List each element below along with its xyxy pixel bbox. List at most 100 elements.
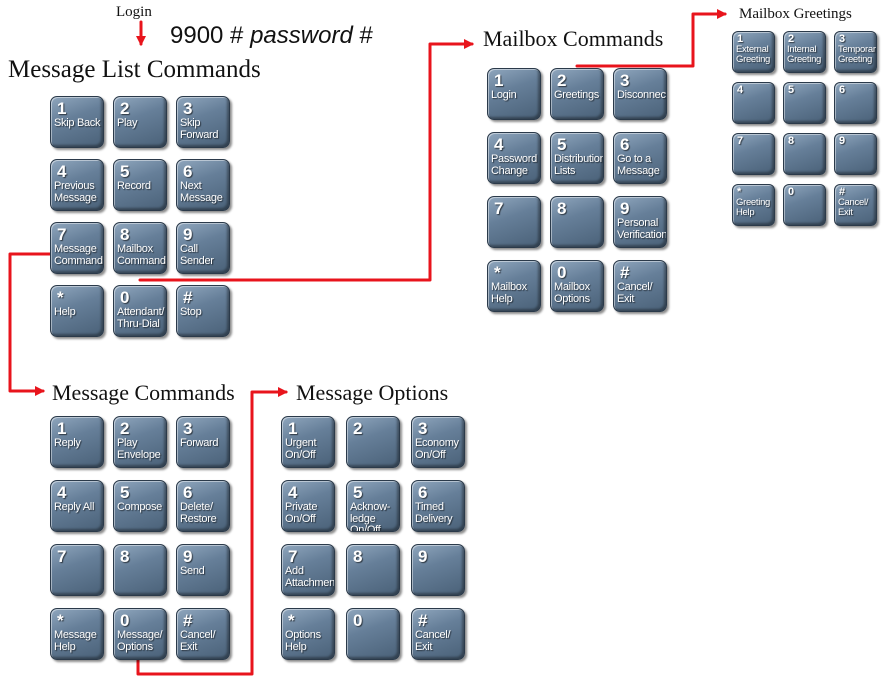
key-digit: 3 bbox=[620, 71, 630, 90]
login-code: 9900 # password # bbox=[170, 22, 373, 50]
message-list-title: Message List Commands bbox=[8, 56, 261, 83]
key-label: Timed Delivery bbox=[415, 501, 453, 525]
key-digit: 6 bbox=[620, 135, 630, 154]
key-digit: 9 bbox=[839, 135, 846, 147]
mailbox-key-pound[interactable]: #Cancel/ Exit bbox=[613, 260, 667, 312]
key-label: Cancel/ Exit bbox=[415, 629, 451, 653]
key-label: Mailbox Options bbox=[554, 281, 590, 305]
key-label: Cancel/ Exit bbox=[838, 197, 869, 218]
key-label: Mailbox Help bbox=[491, 281, 527, 305]
greetings-key-7[interactable]: 7 bbox=[732, 133, 775, 175]
key-digit: 4 bbox=[288, 483, 298, 502]
key-digit: 3 bbox=[183, 99, 193, 118]
key-label: Economy On/Off bbox=[415, 437, 459, 461]
message-opts-key-9[interactable]: 9 bbox=[411, 544, 465, 596]
key-digit: 5 bbox=[120, 162, 130, 181]
mailbox-greetings-title: Mailbox Greetings bbox=[739, 6, 852, 22]
key-label: Password Change bbox=[491, 153, 537, 177]
arrow-to-message-options bbox=[136, 387, 288, 676]
key-digit: * bbox=[288, 611, 295, 630]
mailbox-key-8[interactable]: 8 bbox=[550, 196, 604, 248]
key-label: Record bbox=[117, 180, 151, 192]
message-cmds-key-star[interactable]: *Message Help bbox=[50, 608, 104, 660]
message-opts-key-2[interactable]: 2 bbox=[346, 416, 400, 468]
message-cmds-key-pound[interactable]: #Cancel/ Exit bbox=[176, 608, 230, 660]
greetings-key-pound[interactable]: #Cancel/ Exit bbox=[834, 184, 877, 226]
key-label: Acknow- ledge On/Off bbox=[350, 501, 391, 532]
message-list-key-star[interactable]: *Help bbox=[50, 285, 104, 337]
greetings-key-8[interactable]: 8 bbox=[783, 133, 826, 175]
key-digit: 6 bbox=[183, 162, 193, 181]
greetings-key-9[interactable]: 9 bbox=[834, 133, 877, 175]
message-opts-key-pound[interactable]: #Cancel/ Exit bbox=[411, 608, 465, 660]
key-digit: 2 bbox=[353, 419, 363, 438]
mailbox-key-7[interactable]: 7 bbox=[487, 196, 541, 248]
message-cmds-key-8[interactable]: 8 bbox=[113, 544, 167, 596]
key-label: Call Sender bbox=[180, 243, 214, 267]
key-label: Temporary Greeting bbox=[838, 44, 877, 65]
key-digit: 4 bbox=[737, 84, 744, 96]
message-opts-key-0[interactable]: 0 bbox=[346, 608, 400, 660]
key-digit: 6 bbox=[418, 483, 428, 502]
key-digit: 5 bbox=[353, 483, 363, 502]
greetings-key-5[interactable]: 5 bbox=[783, 82, 826, 124]
mailbox-key-star[interactable]: *Mailbox Help bbox=[487, 260, 541, 312]
mailbox-commands-title: Mailbox Commands bbox=[483, 26, 664, 51]
greetings-key-star[interactable]: *Greeting Help bbox=[732, 184, 775, 226]
key-digit: 1 bbox=[737, 33, 744, 45]
key-label: Distribution Lists bbox=[554, 153, 604, 177]
key-label: Go to a Message bbox=[617, 153, 660, 177]
arrow-to-mailbox-commands bbox=[138, 39, 474, 282]
key-label: Login bbox=[491, 89, 517, 101]
message-opts-key-8[interactable]: 8 bbox=[346, 544, 400, 596]
key-digit: 5 bbox=[557, 135, 567, 154]
key-digit: 8 bbox=[353, 547, 363, 566]
key-label: Greeting Help bbox=[736, 197, 771, 218]
key-digit: * bbox=[737, 186, 742, 198]
message-opts-key-star[interactable]: *Options Help bbox=[281, 608, 335, 660]
key-digit: # bbox=[418, 611, 428, 630]
message-cmds-key-7[interactable]: 7 bbox=[50, 544, 104, 596]
greetings-key-0[interactable]: 0 bbox=[783, 184, 826, 226]
key-digit: 2 bbox=[788, 33, 795, 45]
message-list-key-pound[interactable]: #Stop bbox=[176, 285, 230, 337]
greetings-key-4[interactable]: 4 bbox=[732, 82, 775, 124]
message-commands-title: Message Commands bbox=[52, 380, 235, 405]
greetings-key-6[interactable]: 6 bbox=[834, 82, 877, 124]
